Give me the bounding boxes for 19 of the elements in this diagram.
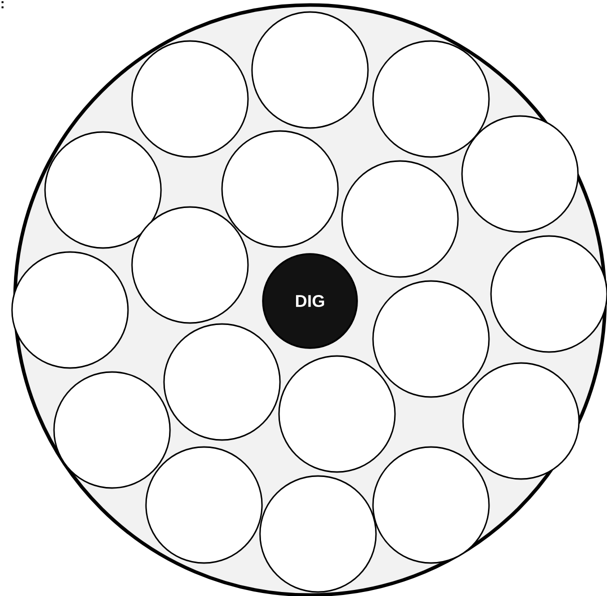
circle — [145, 446, 263, 564]
circle — [53, 371, 171, 489]
circle — [11, 251, 129, 369]
circle — [131, 206, 249, 324]
circle — [163, 323, 281, 441]
circle — [44, 131, 162, 249]
label-text: : — [2, 1, 4, 8]
circle — [490, 235, 607, 353]
circle — [131, 40, 249, 158]
circle — [251, 11, 369, 129]
circle — [372, 446, 490, 564]
circle — [221, 130, 339, 248]
circle — [372, 40, 490, 158]
circle — [462, 362, 580, 480]
circle — [372, 280, 490, 398]
circle — [259, 475, 377, 593]
circle — [341, 160, 459, 278]
circle — [278, 355, 396, 473]
circle — [461, 115, 579, 233]
